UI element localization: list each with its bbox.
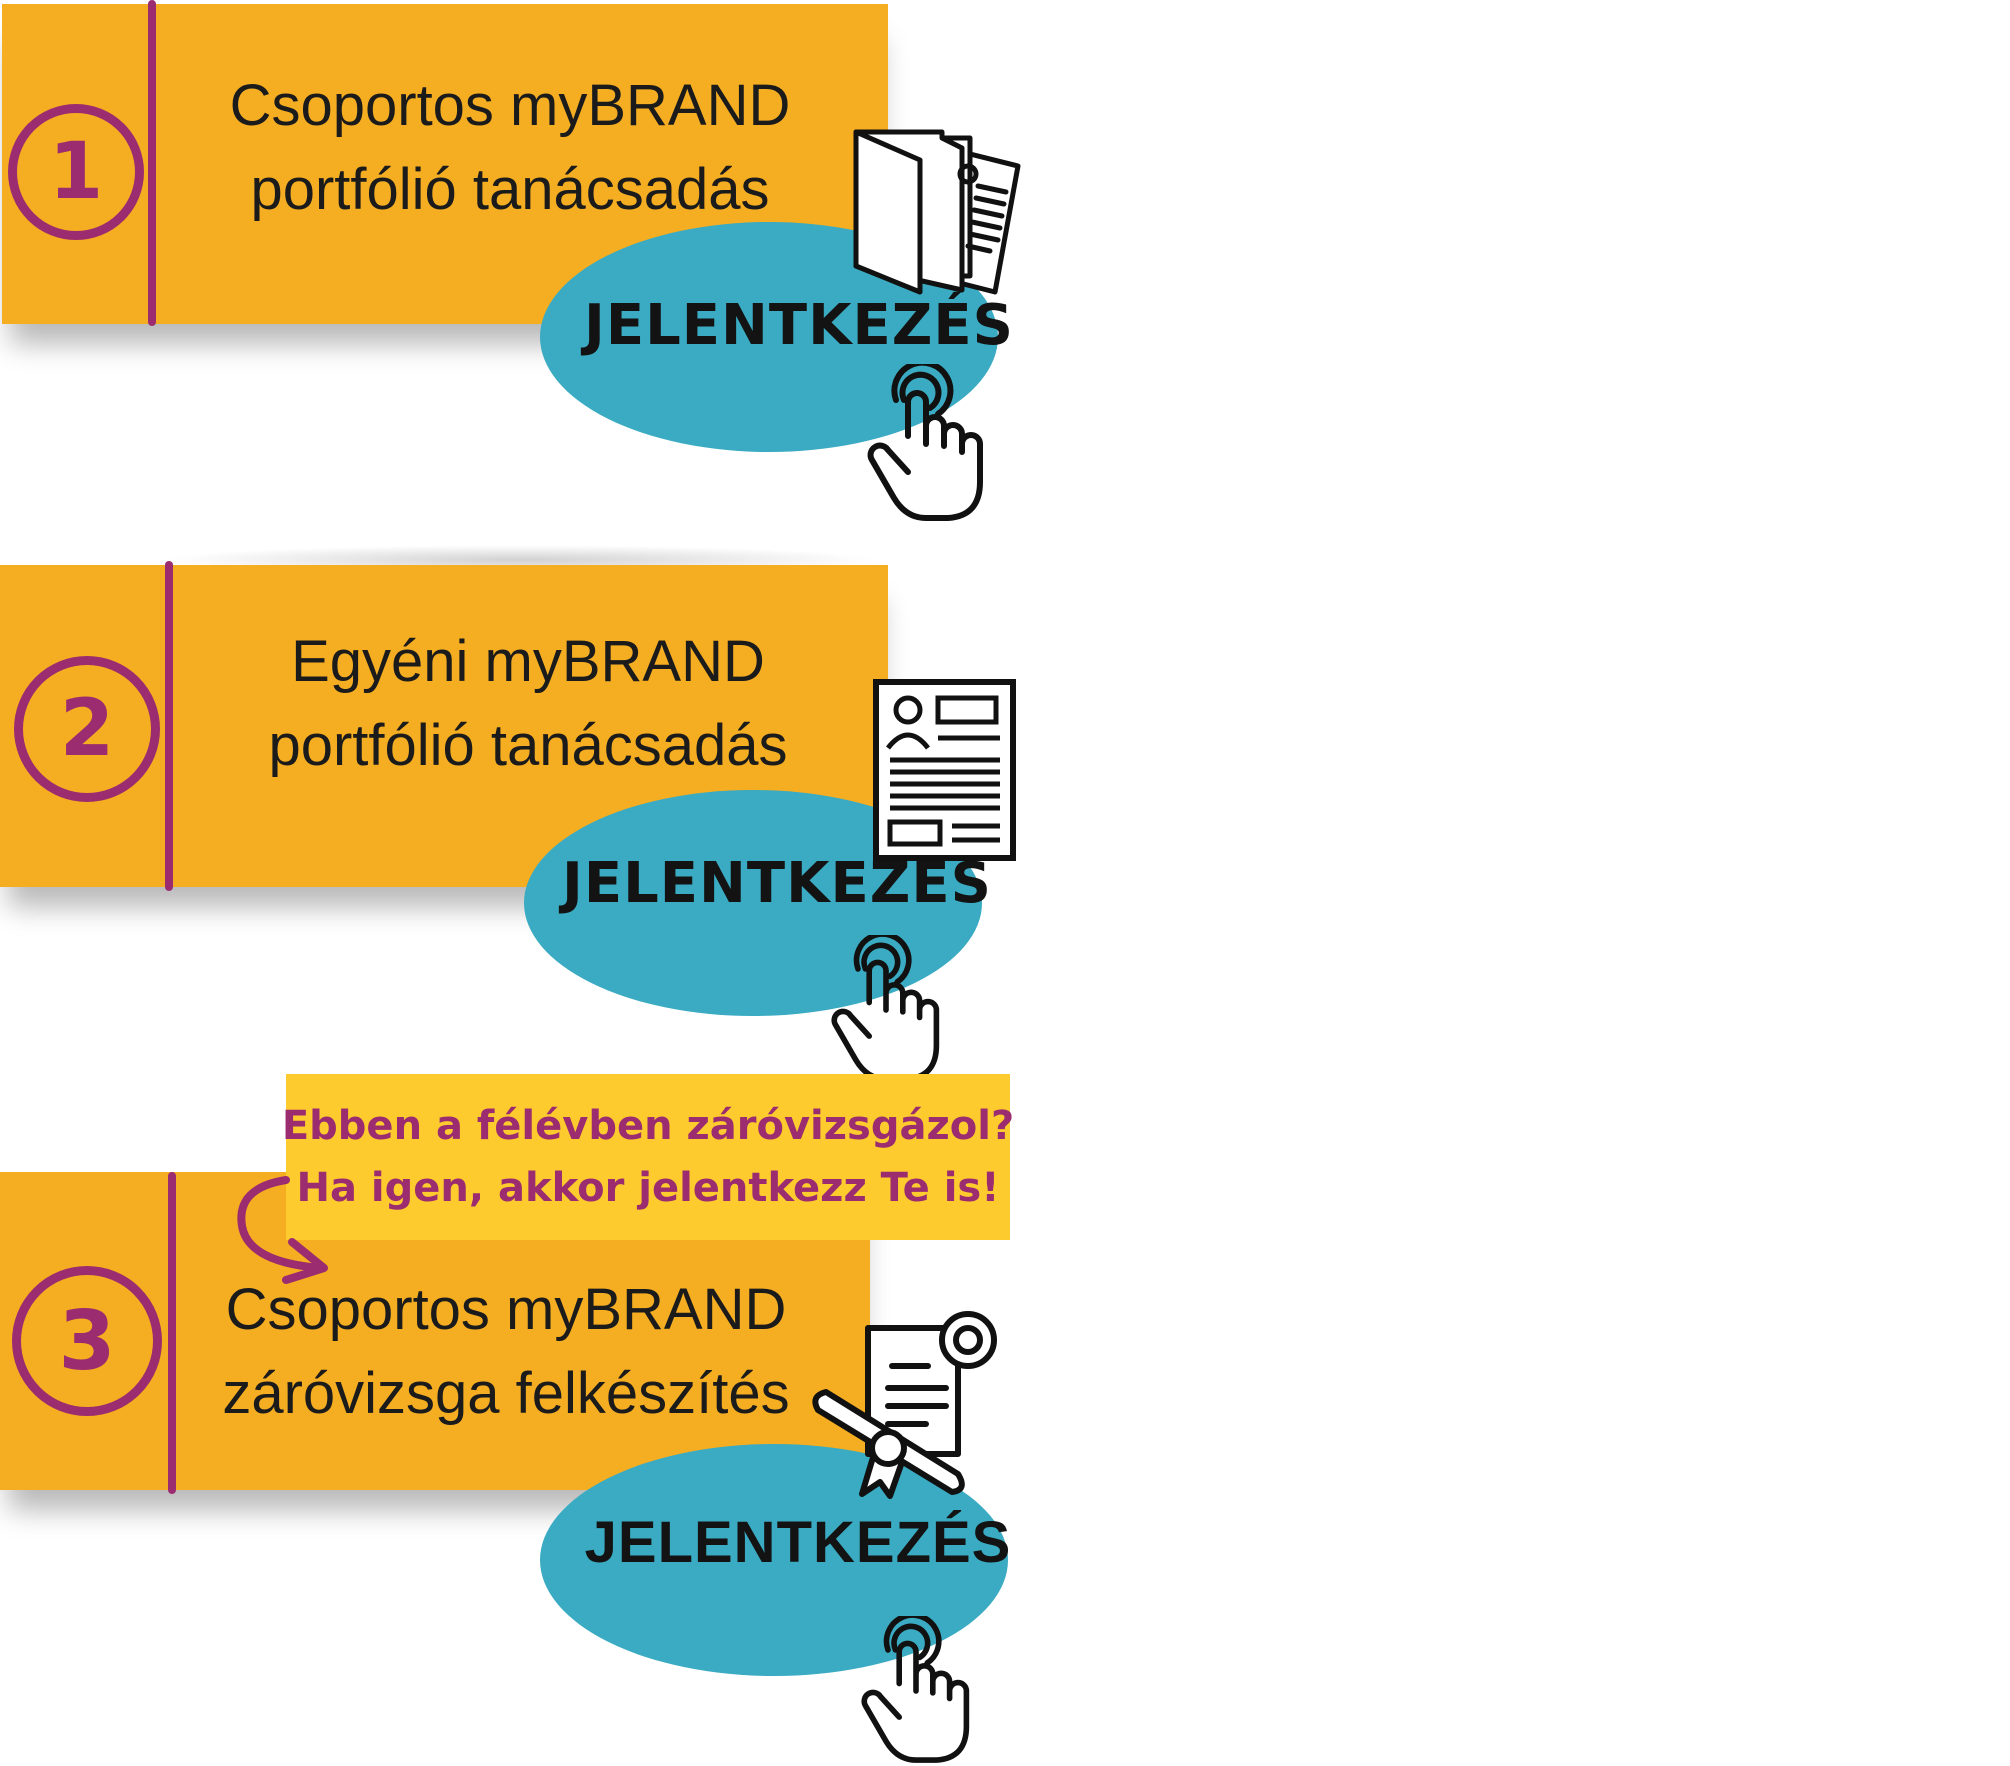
step-3-title-line1: Csoportos myBRAND <box>225 1277 787 1342</box>
step-1-divider <box>148 0 156 326</box>
step-3-title: Csoportos myBRAND záróvizsga felkészítés <box>196 1268 816 1436</box>
tap-hand-icon <box>867 364 983 521</box>
folder-documents-icon <box>853 129 1021 295</box>
step-3-number-badge: 3 <box>12 1266 162 1416</box>
step-2-register-label: JELENTKEZÉS <box>562 850 992 916</box>
step-2-divider <box>165 561 173 891</box>
step-3-divider <box>168 1172 176 1494</box>
note-line1: Ebben a félévben záróvizsgázol? <box>281 1103 1015 1149</box>
curved-arrow-icon <box>237 1176 328 1284</box>
step-2-title: Egyéni myBRAND portfólió tanácsadás <box>218 620 838 788</box>
tap-hand-icon <box>831 935 940 1082</box>
step-2-title-line2: portfólió tanácsadás <box>268 713 788 778</box>
step-1-title-line2: portfólió tanácsadás <box>250 157 770 222</box>
step-2-title-line1: Egyéni myBRAND <box>291 629 765 694</box>
certificate-diploma-icon <box>812 1311 997 1499</box>
step-2-number-badge: 2 <box>14 656 160 802</box>
step-3-register-button[interactable]: JELENTKEZÉS <box>540 1444 1010 1676</box>
note-line2: Ha igen, akkor jelentkezz Te is! <box>296 1165 1000 1211</box>
step-1-title-line1: Csoportos myBRAND <box>229 73 791 138</box>
step-1-title: Csoportos myBRAND portfólió tanácsadás <box>200 64 820 232</box>
resume-document-icon <box>873 679 1016 861</box>
step-1-register-label: JELENTKEZÉS <box>584 292 1014 358</box>
tap-hand-icon <box>861 1616 970 1763</box>
step-3-register-label: JELENTKEZÉS <box>584 1509 1012 1575</box>
step-3-title-line2: záróvizsga felkészítés <box>222 1361 790 1426</box>
step-1-register-button[interactable]: JELENTKEZÉS <box>540 222 1013 452</box>
final-exam-note: Ebben a félévben záróvizsgázol? Ha igen,… <box>282 1074 1014 1240</box>
step-1-number-badge: 1 <box>8 104 144 240</box>
